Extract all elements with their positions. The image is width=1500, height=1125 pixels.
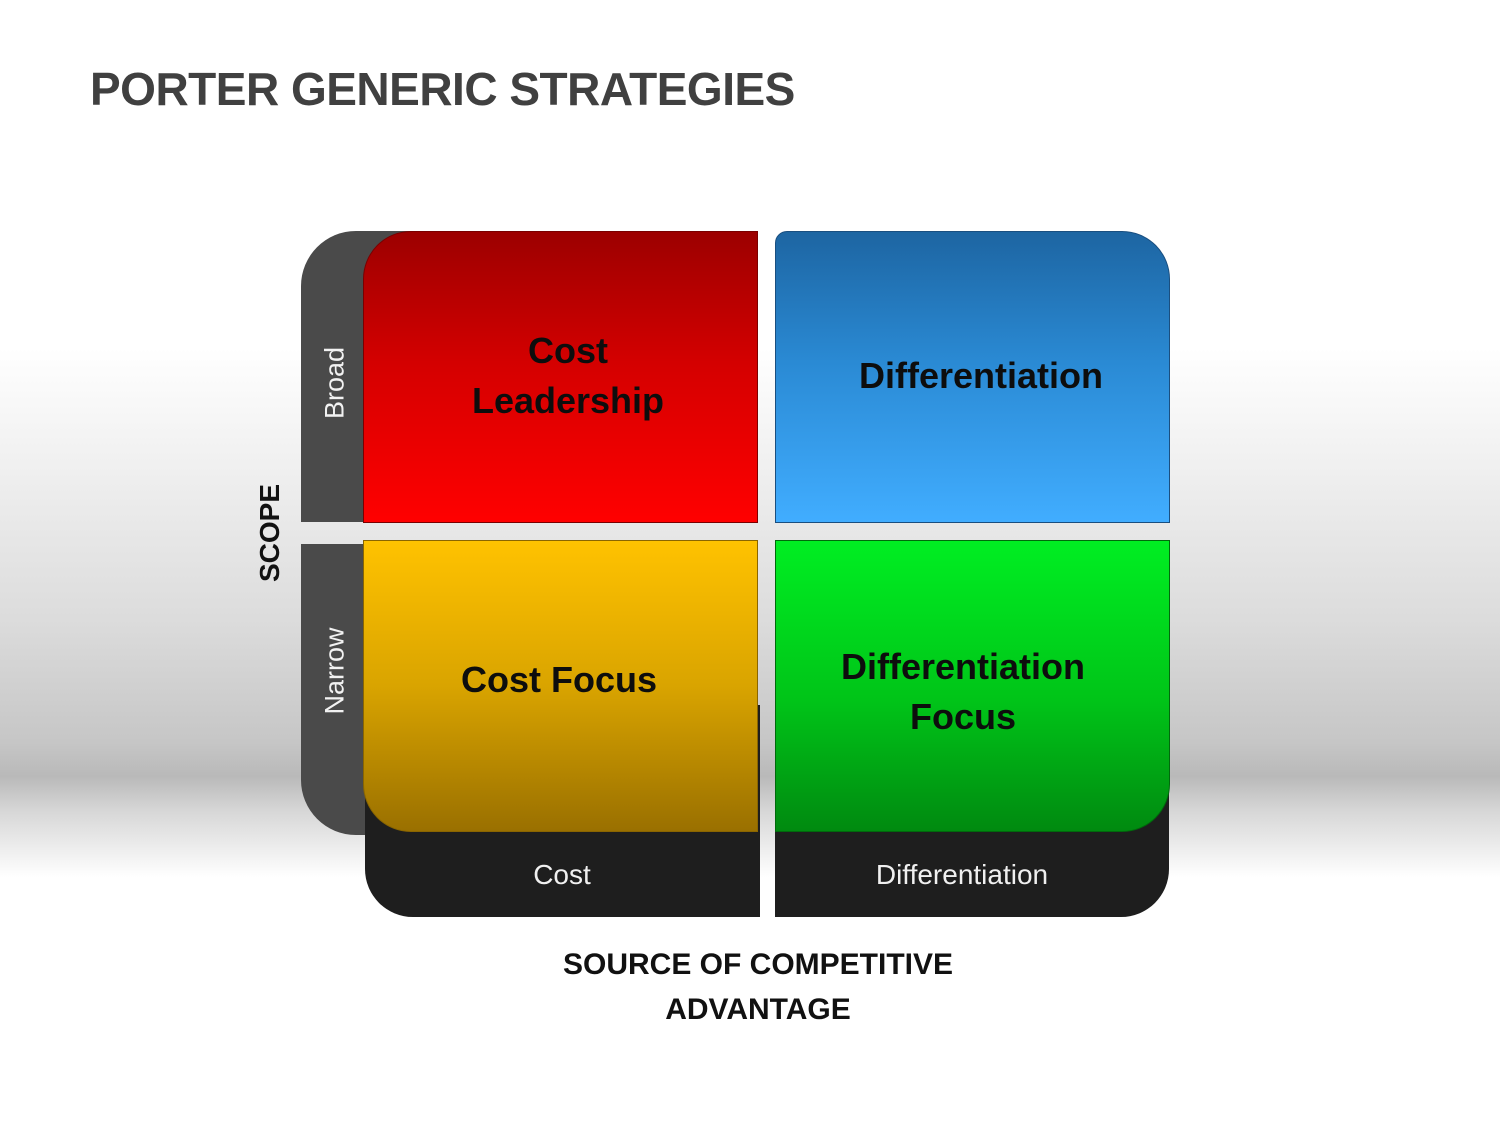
cost-column-label: Cost bbox=[533, 859, 591, 890]
source-of-advantage-axis-label: SOURCE OF COMPETITIVE ADVANTAGE bbox=[562, 948, 954, 1026]
cost-leadership-quadrant bbox=[363, 231, 758, 523]
narrow-row-label: Narrow bbox=[319, 627, 350, 715]
differentiation-label: Differentiation bbox=[858, 355, 1103, 396]
differentiation-focus-quadrant bbox=[775, 540, 1170, 832]
slide-title: PORTER GENERIC STRATEGIES bbox=[90, 63, 795, 115]
scope-axis-label: SCOPE bbox=[254, 483, 285, 583]
cost-focus-label: Cost Focus bbox=[460, 659, 657, 700]
cost-leadership-label: Cost Leadership bbox=[471, 330, 665, 421]
differentiation-column-label: Differentiation bbox=[875, 859, 1049, 890]
differentiation-quadrant bbox=[775, 231, 1170, 523]
cost-focus-quadrant bbox=[363, 540, 758, 832]
differentiation-focus-label: Differentiation Focus bbox=[840, 646, 1085, 737]
broad-row-label: Broad bbox=[319, 346, 350, 420]
